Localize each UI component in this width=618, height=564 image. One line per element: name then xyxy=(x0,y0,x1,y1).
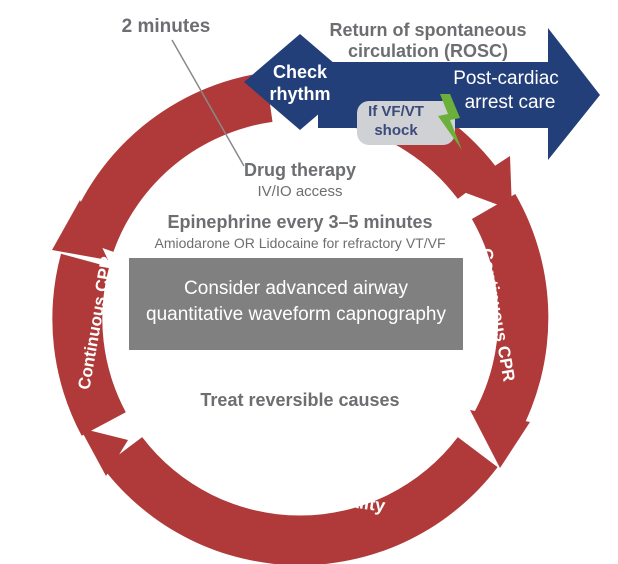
ring-arrowhead xyxy=(80,428,128,476)
two-minutes-label: 2 minutes xyxy=(121,16,211,37)
reversible-causes-label: Treat reversible causes xyxy=(200,390,400,410)
two-minutes-pointer-line xyxy=(171,39,245,167)
drug-therapy-title: Drug therapy xyxy=(243,160,357,180)
post-cardiac-care-line2: arrest care xyxy=(464,92,556,113)
ring-arrowhead xyxy=(458,156,512,210)
shock-line2: shock xyxy=(374,122,418,139)
check-rhythm-line2: rhythm xyxy=(269,84,331,104)
shock-line1: If VF/VT xyxy=(368,103,424,120)
rosc-label-line2: circulation (ROSC) xyxy=(347,41,508,61)
rosc-label-line1: Return of spontaneous xyxy=(329,20,527,40)
airway-box-line1: Consider advanced airway xyxy=(184,278,408,299)
lightning-bolt-icon xyxy=(438,94,462,150)
ring-segment-bottom xyxy=(102,437,498,564)
shock-badge xyxy=(357,101,455,145)
ring-arrowhead xyxy=(52,200,108,260)
ring-arrowhead xyxy=(470,410,530,468)
ring-segment-left xyxy=(52,253,126,436)
post-cardiac-care-line1: Post-cardiac xyxy=(453,68,559,89)
airway-box xyxy=(129,258,463,350)
drug-therapy-subtitle: IV/IO access xyxy=(257,183,343,200)
ring-segment-right xyxy=(471,194,549,436)
ring-segment-top-left xyxy=(66,72,273,252)
epinephrine-title: Epinephrine every 3–5 minutes xyxy=(167,212,433,232)
check-rhythm-diamond xyxy=(244,34,356,130)
check-rhythm-line1: Check xyxy=(272,62,328,82)
airway-box-line2: quantitative waveform capnography xyxy=(146,304,446,325)
epinephrine-subtitle: Amiodarone OR Lidocaine for refractory V… xyxy=(154,235,446,251)
